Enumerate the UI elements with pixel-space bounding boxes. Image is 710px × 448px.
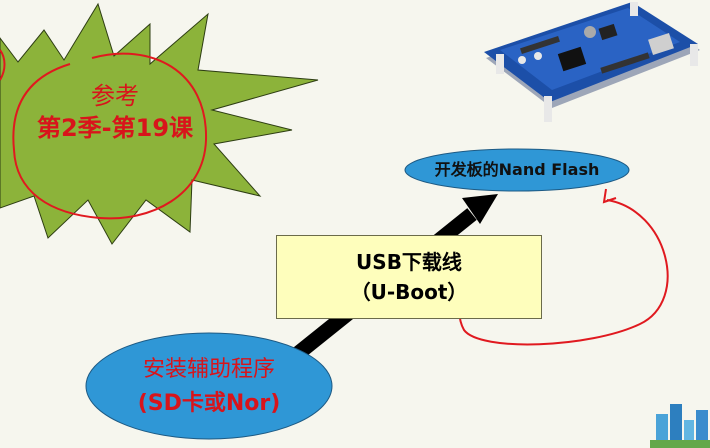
- helper-line-2: (SD卡或Nor): [137, 391, 281, 416]
- left-edge-annotation: [0, 49, 6, 81]
- helper-program-text: 安装辅助程序 (SD卡或Nor): [88, 353, 330, 421]
- usb-box-line-2: （U-Boot）: [350, 280, 468, 304]
- reference-line-2: 第2季-第19课: [36, 114, 194, 142]
- usb-download-box: USB下载线 （U-Boot）: [276, 235, 542, 319]
- nand-flash-ellipse: [404, 148, 630, 192]
- burst-annotation-circle: [12, 52, 208, 220]
- dev-board-image: [484, 2, 700, 122]
- usb-box-line-1: USB下载线: [356, 250, 462, 274]
- helper-line-1: 安装辅助程序: [142, 357, 275, 382]
- nand-annotation-curve: [458, 199, 669, 346]
- city-buildings-icon: [650, 404, 710, 448]
- nand-annotation-arrowhead: [602, 188, 617, 204]
- reference-text: 参考 第2季-第19课: [20, 80, 210, 144]
- reference-line-1: 参考: [91, 82, 139, 110]
- flow-arrow-head: [462, 194, 498, 224]
- nand-flash-label: 开发板的Nand Flash: [434, 160, 600, 179]
- helper-program-ellipse: [85, 332, 333, 440]
- reference-starburst: [0, 2, 319, 245]
